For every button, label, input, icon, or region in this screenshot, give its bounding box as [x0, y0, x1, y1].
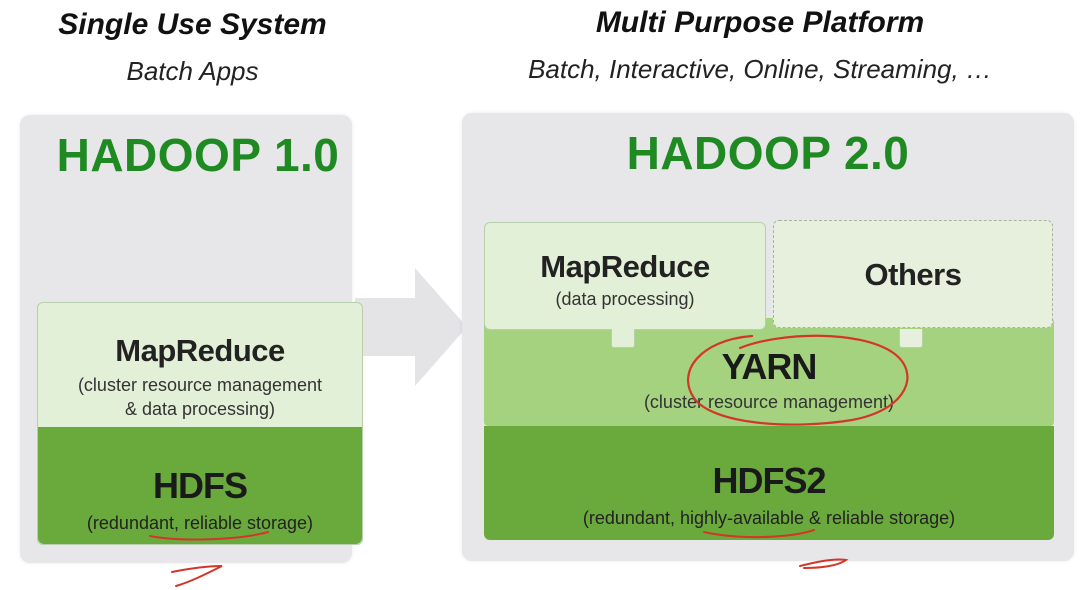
highly-available-underline: [703, 529, 815, 539]
hadoop1-mapreduce-label: MapReduce: [115, 333, 285, 368]
hadoop1-mapreduce-desc-1: (cluster resource management: [77, 375, 323, 395]
yarn-highlight-ellipse: [687, 334, 909, 426]
hadoop2-mapreduce-desc: (data processing): [555, 289, 695, 309]
hadoop1-stack: MapReduce (cluster resource management &…: [37, 302, 363, 545]
scribble-left: [171, 565, 223, 587]
yarn-box: YARN (cluster resource management): [484, 318, 1054, 426]
right-heading: Multi Purpose Platform: [595, 6, 925, 39]
hadoop1-hdfs-label: HDFS: [153, 465, 248, 506]
others-box: Others: [773, 220, 1053, 328]
scribble-right: [799, 558, 849, 569]
yarn-label: YARN: [721, 346, 818, 387]
hdfs2-desc: (redundant, highly-available & reliable …: [582, 508, 956, 528]
hadoop1-mapreduce-box: MapReduce (cluster resource management &…: [38, 303, 362, 427]
transition-arrow: [355, 268, 467, 386]
reliable-underline: [149, 531, 269, 541]
yarn-desc: (cluster resource management): [643, 392, 895, 412]
left-subheading: Batch Apps: [126, 56, 259, 86]
others-label: Others: [864, 257, 962, 292]
others-connector-tab: [899, 329, 923, 348]
hadoop1-hdfs-box: HDFS (redundant, reliable storage): [38, 427, 362, 544]
hdfs2-box: HDFS2 (redundant, highly-available & rel…: [484, 426, 1054, 540]
hadoop2-mapreduce-box: MapReduce (data processing): [484, 222, 766, 330]
hadoop1-mapreduce-desc-2: & data processing): [124, 399, 276, 419]
hadoop1-hdfs-desc: (redundant, reliable storage): [86, 513, 314, 533]
hadoop2-title: HADOOP 2.0: [626, 127, 910, 179]
hadoop2-mapreduce-label: MapReduce: [540, 249, 710, 284]
mapreduce-connector-tab: [611, 329, 635, 348]
hadoop1-title: HADOOP 1.0: [56, 129, 340, 181]
left-heading: Single Use System: [58, 8, 327, 41]
right-subheading: Batch, Interactive, Online, Streaming, …: [528, 54, 992, 84]
hdfs2-label: HDFS2: [712, 460, 826, 501]
